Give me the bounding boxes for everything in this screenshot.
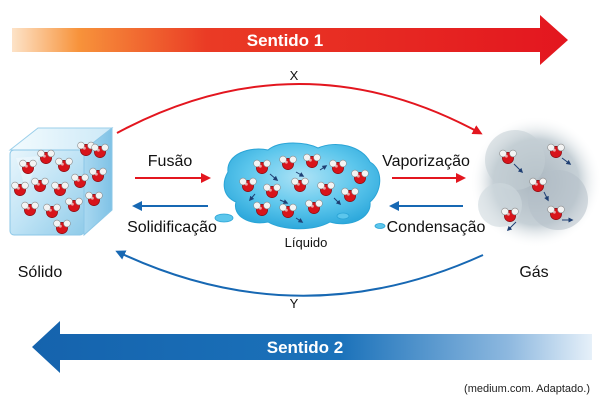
gas-state-label: Gás xyxy=(519,264,548,281)
sentido-2-label: Sentido 2 xyxy=(267,338,344,357)
sentido-2-arrow-shape xyxy=(32,321,592,373)
solid-state-label: Sólido xyxy=(18,264,63,281)
source-credit: (medium.com. Adaptado.) xyxy=(464,383,590,395)
vapor-cloud-icon xyxy=(470,116,600,248)
arc-y-label: Y xyxy=(290,296,299,311)
sentido-1-label: Sentido 1 xyxy=(247,31,324,50)
ice-cube-icon xyxy=(8,126,114,237)
condensation-label: Condensação xyxy=(387,219,486,236)
liquid-motion-arrows xyxy=(249,165,342,223)
gas-motion-arrows xyxy=(506,157,574,232)
solidification-label: Solidificação xyxy=(127,219,217,236)
sentido-2-banner: Sentido 2 xyxy=(32,321,592,373)
sentido-1-arrow-shape xyxy=(12,15,568,65)
fusion-label: Fusão xyxy=(148,153,193,170)
arc-x-arrow xyxy=(116,83,483,135)
sentido-1-banner: Sentido 1 xyxy=(12,15,568,65)
arc-x-label: X xyxy=(290,68,299,83)
water-puddle-icon xyxy=(214,142,386,230)
arc-y-arrow xyxy=(115,250,484,297)
vaporization-label: Vaporização xyxy=(382,153,470,170)
liquid-state-label: Líquido xyxy=(285,235,328,250)
